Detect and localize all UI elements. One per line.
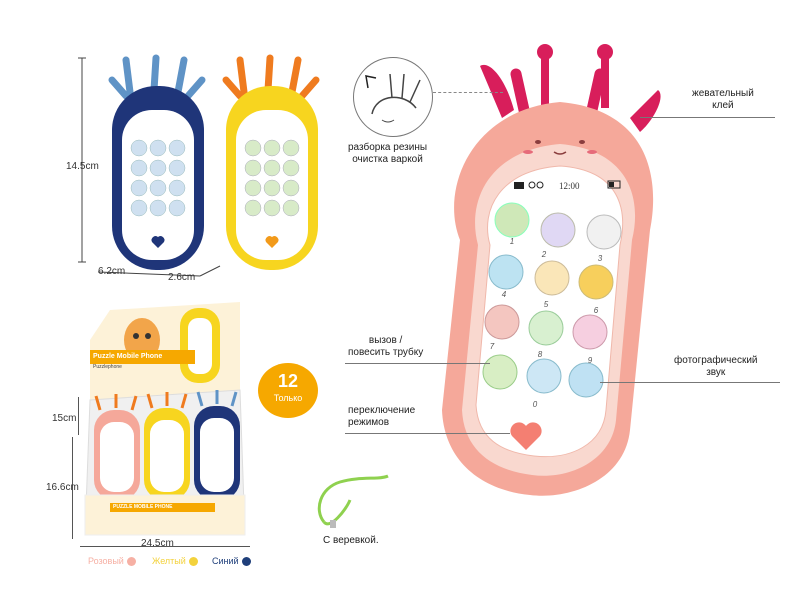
button-number-2: 2 xyxy=(541,250,547,259)
mode-callout-line xyxy=(345,433,510,434)
navy-and-yellow-phones xyxy=(78,54,320,277)
photo-sound-line-2: звук xyxy=(706,367,726,378)
box-bottom-title: PUZZLE MOBILE PHONE xyxy=(113,504,173,510)
pink-phone-illustration xyxy=(442,44,661,496)
phone-height-label: 14.5cm xyxy=(66,161,99,172)
button-number-9: 9 xyxy=(587,356,593,365)
pink-phone-main xyxy=(420,40,680,510)
button-number-1: 1 xyxy=(509,237,515,246)
rubber-cleaning-callout: разборка резины очистка варкой xyxy=(348,142,427,166)
box-width-label: 24.5cm xyxy=(141,538,174,549)
color-label-blue: Синий xyxy=(212,556,239,566)
color-option-blue: Синий xyxy=(212,556,251,567)
screen-time: 12:00 xyxy=(559,181,580,191)
button-number-8: 8 xyxy=(537,350,543,359)
call-hangup-callout: вызов / повесить трубку xyxy=(348,335,423,359)
teether-glue-callout: жевательный клей xyxy=(692,88,754,112)
rubber-detail-circle xyxy=(353,57,433,137)
display-box-illustration xyxy=(84,302,246,536)
rubber-cleaning-line-2: очистка варкой xyxy=(352,154,423,165)
color-options: Розовый Желтый Синий xyxy=(88,556,288,572)
rubber-cleaning-line-1: разборка резины xyxy=(348,142,428,153)
pink-dot-icon xyxy=(126,557,136,567)
button-number-0: 0 xyxy=(532,400,538,409)
teether-callout-line xyxy=(640,117,775,118)
color-label-pink: Розовый xyxy=(88,556,124,566)
yellow-phone xyxy=(222,54,320,270)
teether-glue-line-2: клей xyxy=(712,100,734,111)
badge-count: 12 xyxy=(277,371,299,391)
button-number-5: 5 xyxy=(543,300,549,309)
box-dim-line-width xyxy=(80,546,250,547)
box-height-back-label: 16.6cm xyxy=(46,482,79,493)
lanyard-svg xyxy=(317,474,389,528)
color-label-yellow: Желтый xyxy=(152,556,186,566)
phone-width-label: 6.2cm xyxy=(98,266,126,277)
yellow-dot-icon xyxy=(188,557,198,567)
color-option-yellow: Желтый xyxy=(152,556,198,567)
box-height-front-label: 15cm xyxy=(52,413,77,424)
phone-depth-label: 2.6cm xyxy=(168,272,196,283)
mode-switch-callout: переключение режимов xyxy=(348,405,415,429)
display-box xyxy=(80,300,260,540)
box-subtitle: Puzzlephone xyxy=(93,364,122,370)
teether-glue-line-1: жевательный xyxy=(692,88,754,99)
blue-dot-icon xyxy=(241,557,251,567)
lanyard-illustration xyxy=(310,470,400,540)
badge-text: Только xyxy=(273,393,303,403)
quantity-badge: 12 Только xyxy=(258,363,318,418)
box-dim-line-front xyxy=(78,397,79,435)
photo-sound-line-1: фотографический xyxy=(674,355,758,366)
mode-switch-line-2: режимов xyxy=(348,417,390,428)
color-option-pink: Розовый xyxy=(88,556,136,567)
photo-callout-line xyxy=(600,382,780,383)
call-callout-line xyxy=(345,363,490,364)
button-number-4: 4 xyxy=(501,290,507,299)
rubber-detail-illustration xyxy=(365,73,421,123)
button-number-6: 6 xyxy=(593,306,599,315)
call-hangup-line-1: вызов / xyxy=(368,335,403,346)
button-number-3: 3 xyxy=(597,254,603,263)
lanyard-callout: С веревкой. xyxy=(323,535,379,546)
call-hangup-line-2: повесить трубку xyxy=(348,347,424,358)
photo-sound-callout: фотографический звук xyxy=(674,355,758,379)
box-title: Puzzle Mobile Phone xyxy=(93,353,163,360)
rubber-callout-line xyxy=(433,92,503,93)
mode-switch-line-1: переключение xyxy=(348,405,416,416)
phone-dimension-figure xyxy=(70,40,340,290)
box-dim-line-back xyxy=(72,437,73,539)
navy-phone xyxy=(108,54,206,270)
button-number-7: 7 xyxy=(489,342,495,351)
